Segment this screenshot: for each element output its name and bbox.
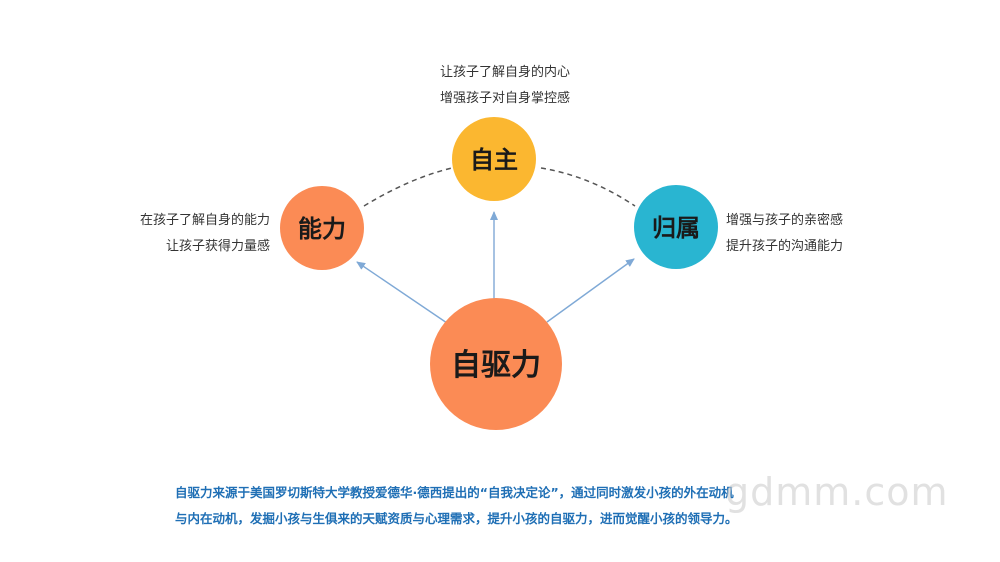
node-top-label: 自主 (470, 146, 518, 174)
node-right-label: 归属 (652, 214, 700, 242)
annotation-left: 在孩子了解自身的能力 让孩子获得力量感 (60, 208, 270, 260)
annotation-top-line-1: 让孩子了解自身的内心 (439, 65, 570, 80)
node-center-label: 自驱力 (451, 348, 541, 383)
annotation-right-line-1: 增强与孩子的亲密感 (726, 213, 844, 228)
dashed-arc-left (363, 167, 453, 207)
node-center-circle (430, 298, 562, 430)
node-left: 能力 (280, 186, 364, 270)
node-top: 自主 (452, 117, 536, 201)
annotation-left-line-1: 在孩子了解自身的能力 (139, 213, 270, 228)
annotation-top: 让孩子了解自身的内心 增强孩子对自身掌控感 (400, 60, 610, 112)
node-right: 归属 (634, 185, 718, 269)
caption: 自驱力来源于美国罗切斯特大学教授爱德华·德西提出的“自我决定论”，通过同时激发小… (175, 480, 865, 532)
annotation-right-line-2: 提升孩子的沟通能力 (726, 239, 844, 254)
arrow-to-left (356, 261, 448, 324)
node-left-label: 能力 (298, 215, 346, 243)
caption-line-2: 与内在动机，发掘小孩与生俱来的天赋资质与心理需求，提升小孩的自驱力，进而觉醒小孩… (175, 511, 738, 526)
node-top-circle (452, 117, 536, 201)
node-right-circle (634, 185, 718, 269)
annotation-left-line-2: 让孩子获得力量感 (165, 239, 270, 254)
annotation-top-line-2: 增强孩子对自身掌控感 (439, 91, 570, 106)
watermark: gdmm.com (725, 470, 949, 514)
dashed-arc-right (540, 167, 636, 207)
annotation-right: 增强与孩子的亲密感 提升孩子的沟通能力 (726, 208, 946, 260)
node-center: 自驱力 (430, 298, 562, 430)
node-left-circle (280, 186, 364, 270)
caption-line-1: 自驱力来源于美国罗切斯特大学教授爱德华·德西提出的“自我决定论”，通过同时激发小… (175, 485, 734, 500)
arrow-to-right (546, 258, 635, 323)
